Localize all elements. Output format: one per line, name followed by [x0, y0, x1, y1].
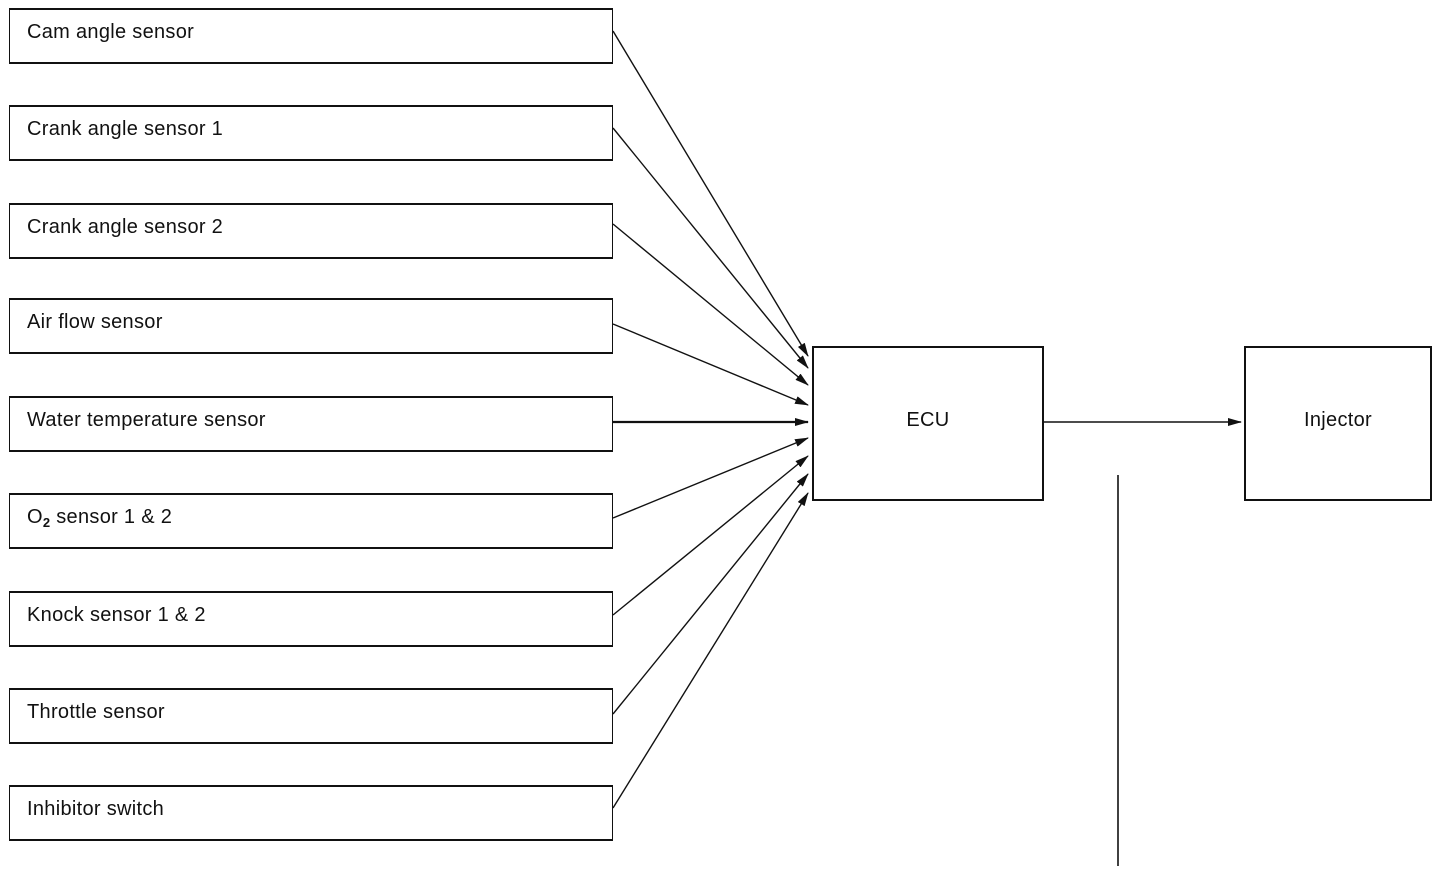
arrow-throttle-sensor-to-ecu: [612, 473, 809, 715]
air-flow-sensor-label: Air flow sensor: [27, 311, 163, 333]
arrow-air-flow-sensor-to-ecu: [612, 323, 809, 406]
crank-angle-sensor-1-label: Crank angle sensor 1: [27, 118, 224, 140]
ecu-label: ECU: [906, 409, 950, 431]
arrow-knock-sensor-to-ecu: [612, 455, 809, 616]
arrow-crank-angle-sensor-1-to-ecu: [612, 127, 809, 369]
ecu-box: ECU: [812, 346, 1044, 501]
o2-sensor-label-subscript: 2: [42, 515, 51, 530]
crank-angle-sensor-1-box: Crank angle sensor 1: [9, 105, 613, 161]
arrow-cam-angle-sensor-to-ecu: [612, 30, 809, 357]
inhibitor-switch-label: Inhibitor switch: [27, 798, 165, 820]
crank-angle-sensor-2-box: Crank angle sensor 2: [9, 203, 613, 259]
arrow-o2-sensor-to-ecu: [612, 437, 809, 519]
o2-sensor-label-main: O: [27, 506, 43, 528]
throttle-sensor-label: Throttle sensor: [27, 701, 165, 723]
knock-sensor-label: Knock sensor 1 & 2: [27, 604, 206, 626]
inhibitor-switch-box: Inhibitor switch: [9, 785, 613, 841]
injector-box: Injector: [1244, 346, 1432, 501]
arrow-inhibitor-switch-to-ecu: [612, 492, 809, 809]
throttle-sensor-box: Throttle sensor: [9, 688, 613, 744]
arrow-crank-angle-sensor-2-to-ecu: [612, 223, 809, 386]
injector-label: Injector: [1304, 409, 1372, 431]
knock-sensor-box: Knock sensor 1 & 2: [9, 591, 613, 647]
air-flow-sensor-box: Air flow sensor: [9, 298, 613, 354]
cam-angle-sensor-label: Cam angle sensor: [27, 21, 195, 43]
o2-sensor-label: O2 sensor 1 & 2: [27, 506, 172, 530]
water-temperature-sensor-label: Water temperature sensor: [27, 409, 266, 431]
crank-angle-sensor-2-label: Crank angle sensor 2: [27, 216, 224, 238]
water-temperature-sensor-box: Water temperature sensor: [9, 396, 613, 452]
cam-angle-sensor-box: Cam angle sensor: [9, 8, 613, 64]
o2-sensor-box: O2 sensor 1 & 2: [9, 493, 613, 549]
o2-sensor-label-rest: sensor 1 & 2: [50, 506, 173, 528]
